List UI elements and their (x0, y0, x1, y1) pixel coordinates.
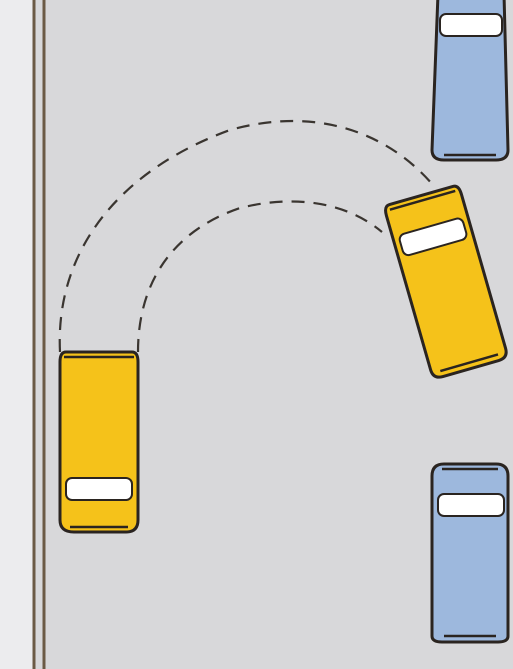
parked-car-bottom (432, 464, 508, 642)
parked-car-top (432, 0, 508, 160)
moving-car-start (60, 352, 138, 532)
moving-car-start-window (66, 478, 132, 500)
kerb-strip (0, 0, 34, 669)
parked-car-top-window (440, 14, 502, 36)
parked-car-bottom-window (438, 494, 504, 516)
